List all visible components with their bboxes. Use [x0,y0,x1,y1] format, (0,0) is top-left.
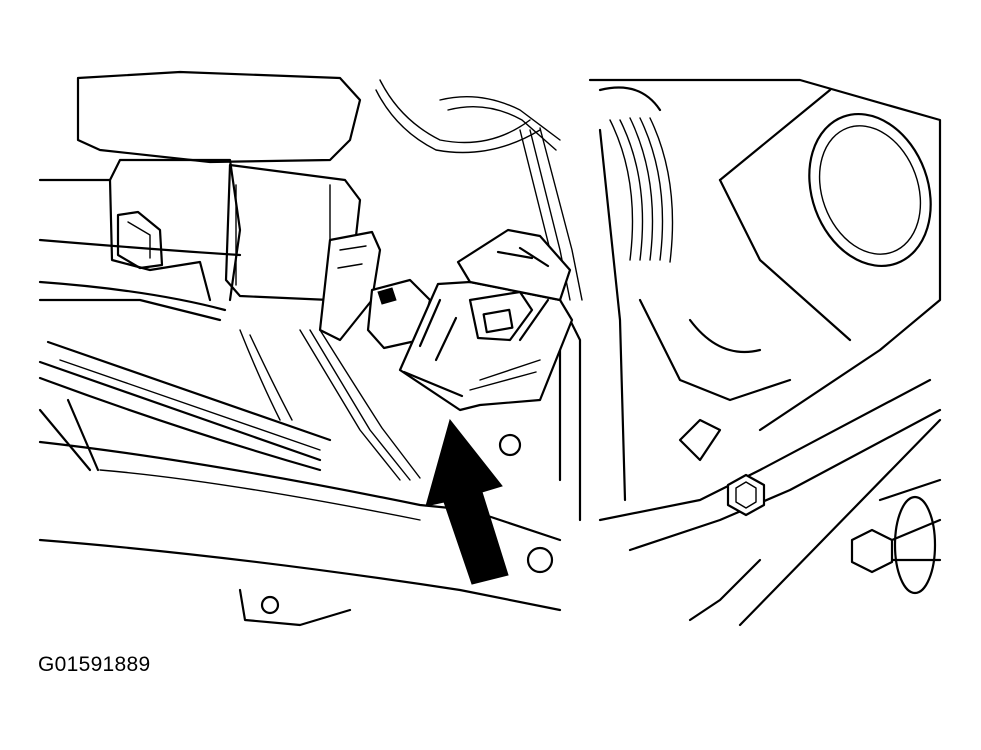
hoses [38,238,332,472]
retaining-clip [318,230,432,350]
upper-housing [38,70,362,302]
wire-bundle [239,79,674,481]
pointer-arrow [425,418,509,585]
hex-bolt [726,473,766,517]
right-housing [588,78,942,432]
electrical-connector [398,228,574,412]
hex-bolt [850,478,942,595]
crossbar [38,440,562,627]
figure-code: G01591889 [38,653,151,676]
right-frame [598,298,942,627]
left-clip [116,210,164,270]
